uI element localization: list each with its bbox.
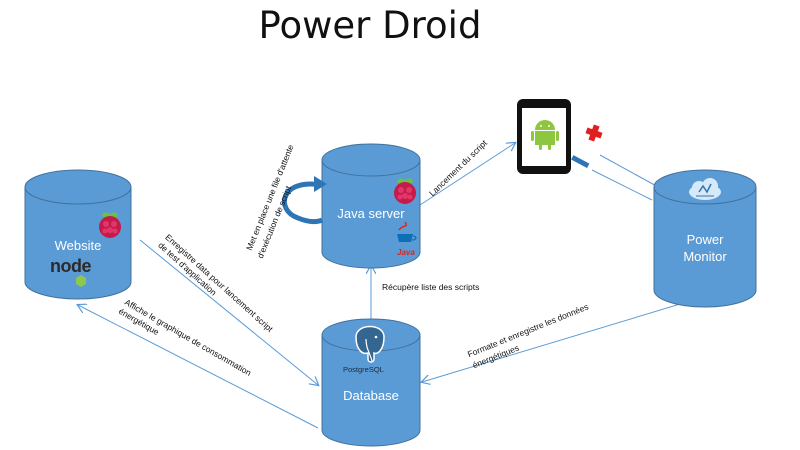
- java-logo-text: Java: [397, 248, 415, 257]
- minus-sign-icon: [571, 155, 590, 168]
- android-phone-icon: [517, 99, 571, 174]
- raspberry-pi-icon: [394, 178, 416, 204]
- java-icon: [397, 221, 417, 242]
- cloud-icon: [689, 178, 721, 200]
- raspberry-pi-icon: [99, 212, 121, 238]
- edge-label-db-to-java: Récupère liste des scripts: [382, 282, 480, 292]
- wire-phone-to-monitor-1: [599, 154, 661, 189]
- node-js-logo-text: node: [50, 256, 92, 276]
- arrow-database-to-website: [78, 305, 319, 429]
- arrow-power-monitor-to-database: [422, 297, 701, 382]
- power-monitor-label-line2: Monitor: [683, 249, 727, 264]
- loop-arrow-icon: [281, 176, 327, 225]
- java-server-cylinder: [321, 143, 421, 269]
- java-server-label: Java server: [337, 206, 405, 221]
- wire-phone-to-monitor-2: [591, 169, 653, 201]
- database-label: Database: [343, 388, 399, 403]
- page-title: Power Droid: [258, 4, 482, 47]
- postgresql-elephant-icon: [355, 325, 385, 363]
- arrow-java-server-to-phone: [419, 143, 515, 206]
- website-label: Website: [54, 238, 102, 253]
- power-monitor-label-line1: Power: [686, 232, 724, 247]
- node-js-icon: [76, 275, 86, 287]
- plus-sign-icon: [585, 124, 603, 142]
- postgresql-logo-text: PostgreSQL: [343, 365, 384, 374]
- arrow-website-to-database: [139, 239, 318, 385]
- android-icon: [531, 120, 559, 150]
